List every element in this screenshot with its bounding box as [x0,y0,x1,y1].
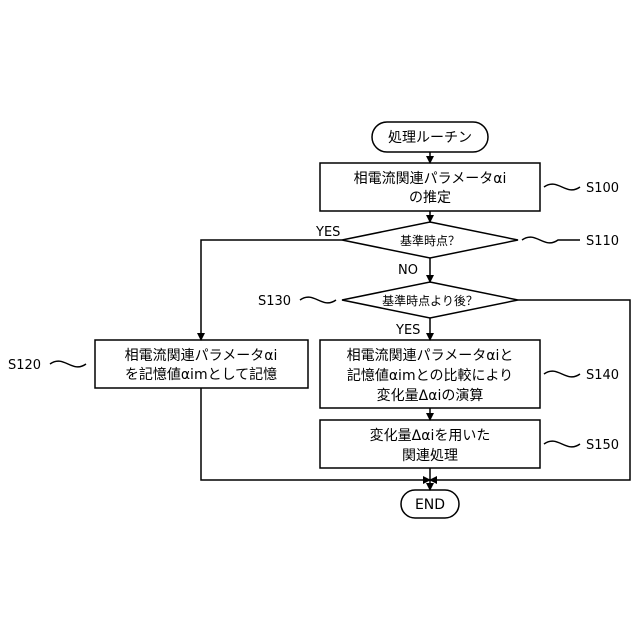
s120-text-line1: 相電流関連パラメータαi [125,348,278,364]
s100-text-line2: の推定 [409,190,451,206]
s140-text-line2: 記憶値αimとの比較により [347,367,513,384]
s120-leader [50,361,86,367]
end-terminal: END [401,490,459,518]
s110-leader [522,237,580,243]
s150-label: S150 [586,438,619,453]
s120-text-line2: を記憶値αimとして記憶 [125,366,277,383]
step-s150: 変化量Δαiを用いた 関連処理 [320,420,540,468]
step-s120: 相電流関連パラメータαi を記憶値αimとして記憶 [95,340,308,388]
start-label: 処理ルーチン [388,130,472,146]
s150-text-line1: 変化量Δαiを用いた [370,427,491,444]
s150-leader [544,441,580,447]
s150-text-line2: 関連処理 [402,448,458,464]
s110-yes-label: YES [315,225,340,240]
s140-text-line1: 相電流関連パラメータαiと [347,348,514,364]
decision-s130: 基準時点より後？ [342,282,518,318]
s130-yes-label: YES [395,323,420,338]
s140-leader [544,371,580,377]
s110-text: 基準時点？ [400,233,460,248]
s110-no-label: NO [398,263,418,278]
s100-label: S100 [586,181,619,196]
s130-text: 基準時点より後？ [382,293,478,308]
s100-leader [544,184,580,190]
start-terminal: 処理ルーチン [372,122,488,152]
s130-leader [300,297,336,303]
step-s100: 相電流関連パラメータαi の推定 [320,163,540,211]
end-label: END [415,497,445,513]
s140-text-line3: 変化量Δαiの演算 [377,387,484,404]
step-s140: 相電流関連パラメータαiと 記憶値αimとの比較により 変化量Δαiの演算 [320,340,540,408]
s120-label: S120 [8,358,41,373]
s110-label: S110 [586,234,619,249]
arrow-s110-yes-to-s120 [201,240,342,340]
s130-label: S130 [258,294,291,309]
s140-label: S140 [586,368,619,383]
s100-text-line1: 相電流関連パラメータαi [354,171,507,187]
decision-s110: 基準時点？ [342,222,518,258]
